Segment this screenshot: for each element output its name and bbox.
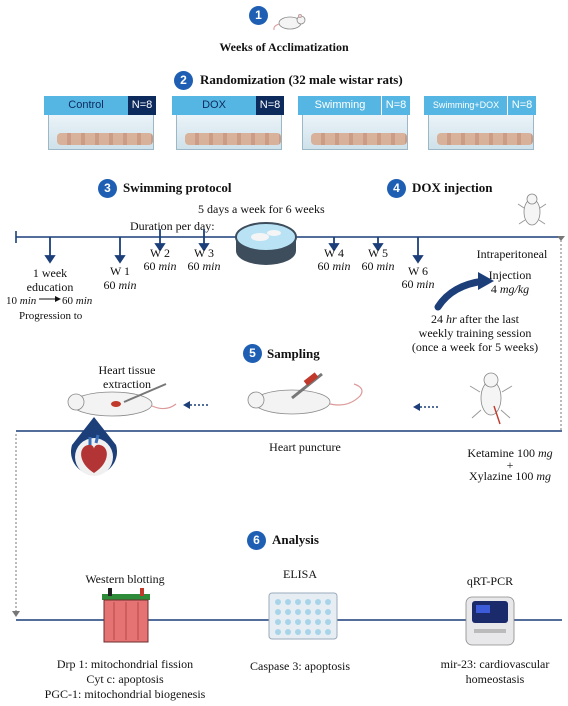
heart-tissue-text-2: extraction	[103, 377, 151, 391]
step-6-badge: 6	[247, 531, 266, 550]
week-6-duration: 60 min	[401, 277, 435, 291]
week-2-duration: 60 min	[143, 259, 177, 273]
cage-dox-n: N=8	[256, 96, 284, 115]
week-6-label: W 6	[407, 264, 429, 278]
step-2-title: Randomization (32 male wistar rats)	[200, 72, 403, 87]
duration-label: Duration per day:	[130, 219, 215, 233]
cage-swimming-dox: Swimming+DOX N=8	[424, 96, 536, 152]
week-4-duration: 60 min	[317, 259, 351, 273]
xylazine-text: Xylazine 100 mg	[469, 469, 551, 483]
education-to: 60 min	[62, 295, 93, 307]
plus-text: +	[506, 458, 514, 472]
western-line-1: Drp 1: mitochondrial fission	[56, 657, 194, 671]
step-2-badge: 2	[174, 71, 193, 90]
week-3-label: W 3	[193, 246, 215, 260]
week-5-duration: 60 min	[361, 259, 395, 273]
cage-dox: DOX N=8	[172, 96, 284, 152]
cage-swimming-dox-n: N=8	[507, 96, 536, 115]
western-line-3: PGC-1: mitochondrial biogenesis	[44, 687, 206, 701]
cage-control-n: N=8	[128, 96, 156, 115]
week-4-label: W 4	[323, 246, 345, 260]
cage-swimming-n: N=8	[381, 96, 410, 115]
injection-dose: 4 mg/kg	[490, 282, 530, 296]
injection-timing-1: 24 hr after the last	[431, 312, 519, 326]
step-5-badge: 5	[243, 344, 262, 363]
step-1-badge: 1	[249, 6, 268, 25]
step-1-title: Weeks of Acclimatization	[219, 40, 349, 54]
education-from: 10 min	[6, 295, 37, 307]
injection-timing-3: (once a week for 5 weeks)	[411, 340, 539, 354]
western-title: Western blotting	[85, 572, 165, 586]
injection-route: Intraperitoneal	[476, 247, 548, 261]
step-3-title: Swimming protocol	[123, 180, 232, 195]
heart-tissue-text-1: Heart tissue	[98, 363, 156, 377]
qpcr-line-1: mir-23: cardiovascular	[440, 657, 550, 671]
education-text-1: 1 week	[32, 266, 68, 280]
step-4-badge: 4	[387, 179, 406, 198]
rat-icon	[273, 13, 306, 31]
cage-control-body	[48, 115, 154, 150]
week-2-label: W 2	[149, 246, 171, 260]
cage-swimming: Swimming N=8	[298, 96, 410, 152]
cage-swimming-label: Swimming	[314, 99, 366, 111]
cage-swimming-dox-body	[428, 115, 534, 150]
cage-swimming-header: Swimming N=8	[298, 96, 410, 115]
western-blot-icon	[102, 588, 150, 643]
week-1-label: W 1	[109, 264, 131, 278]
heart-icon	[71, 417, 117, 476]
week-3-duration: 60 min	[187, 259, 221, 273]
step-3-badge: 3	[98, 179, 117, 198]
cage-dox-label: DOX	[202, 99, 226, 111]
education-text-2: education	[26, 280, 74, 294]
injection-timing-2: weekly training session	[418, 326, 532, 340]
cage-control-header: Control N=8	[44, 96, 156, 115]
cage-swimming-dox-header: Swimming+DOX N=8	[424, 96, 536, 115]
cage-swimming-body	[302, 115, 408, 150]
rat-supine-icon	[517, 193, 547, 226]
elisa-title: ELISA	[283, 567, 317, 581]
frequency-text: 5 days a week for 6 weeks	[198, 202, 325, 216]
elisa-line-1: Caspase 3: apoptosis	[250, 659, 350, 673]
rat-puncture-icon	[247, 372, 363, 415]
rat-anesthesia-icon	[469, 372, 513, 425]
qpcr-machine-icon	[465, 596, 515, 646]
elisa-plate-icon	[268, 592, 338, 640]
cage-dox-body	[176, 115, 282, 150]
cage-control-label: Control	[68, 99, 104, 111]
progression-text: Progression to	[19, 310, 83, 322]
qpcr-line-2: homeostasis	[465, 672, 525, 686]
rat-dissection-icon	[67, 383, 177, 417]
week-1-duration: 60 min	[103, 278, 137, 292]
injection-label: Injection	[488, 268, 532, 282]
qpcr-title: qRT-PCR	[466, 574, 514, 588]
cage-swimming-dox-label: Swimming+DOX	[432, 100, 500, 110]
step-6-title: Analysis	[272, 532, 319, 547]
week-5-label: W 5	[367, 246, 389, 260]
western-line-2: Cyt c: apoptosis	[86, 672, 164, 686]
cage-dox-header: DOX N=8	[172, 96, 284, 115]
cage-control: Control N=8	[44, 96, 156, 152]
step-4-title: DOX injection	[412, 180, 493, 195]
swimming-pool-icon	[235, 222, 297, 265]
ketamine-text: Ketamine 100 mg	[467, 446, 553, 460]
step-5-title: Sampling	[267, 346, 320, 361]
heart-puncture-text: Heart puncture	[269, 440, 341, 454]
